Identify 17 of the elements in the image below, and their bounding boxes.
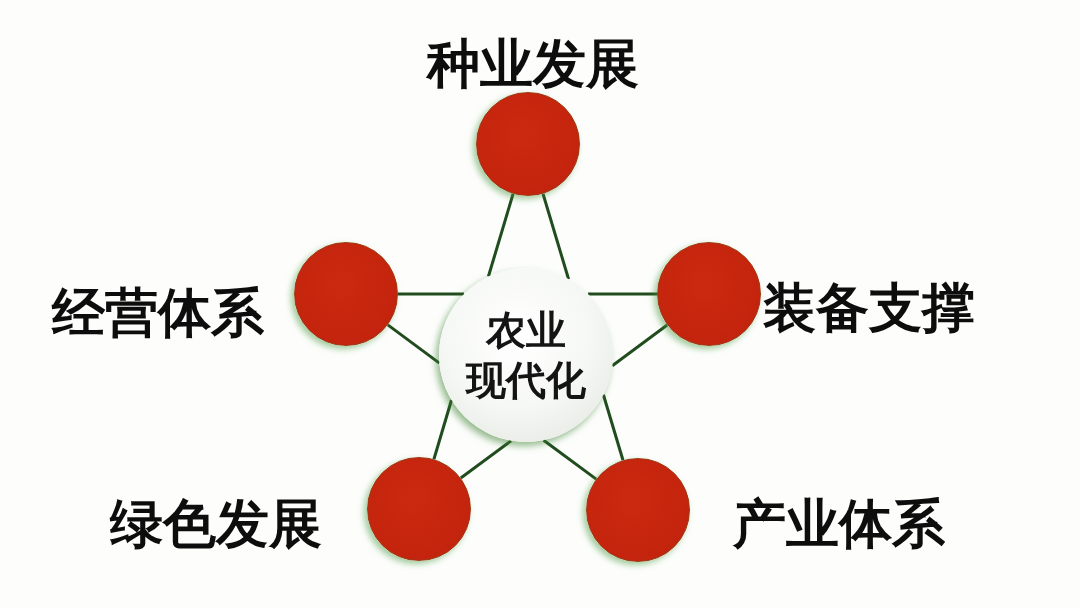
connector-line [486, 193, 515, 277]
circle-label: 种业发展 [427, 36, 639, 90]
connector-line [542, 439, 598, 481]
circle-label: 装备支撑 [763, 280, 975, 334]
connector-line [601, 394, 625, 461]
circle-label: 绿色发展 [110, 496, 322, 550]
center-label: 农业现代化 [464, 306, 587, 405]
circle-label: 产业体系 [733, 496, 945, 550]
connector-line [541, 193, 571, 280]
circle-label: 经营体系 [52, 285, 264, 339]
connector-line [611, 323, 669, 367]
connector-line [588, 292, 657, 296]
connector-line [459, 439, 512, 480]
center-circle [439, 268, 613, 442]
connector-line [386, 323, 441, 365]
connector-line [432, 399, 453, 460]
connector-line [398, 292, 464, 296]
